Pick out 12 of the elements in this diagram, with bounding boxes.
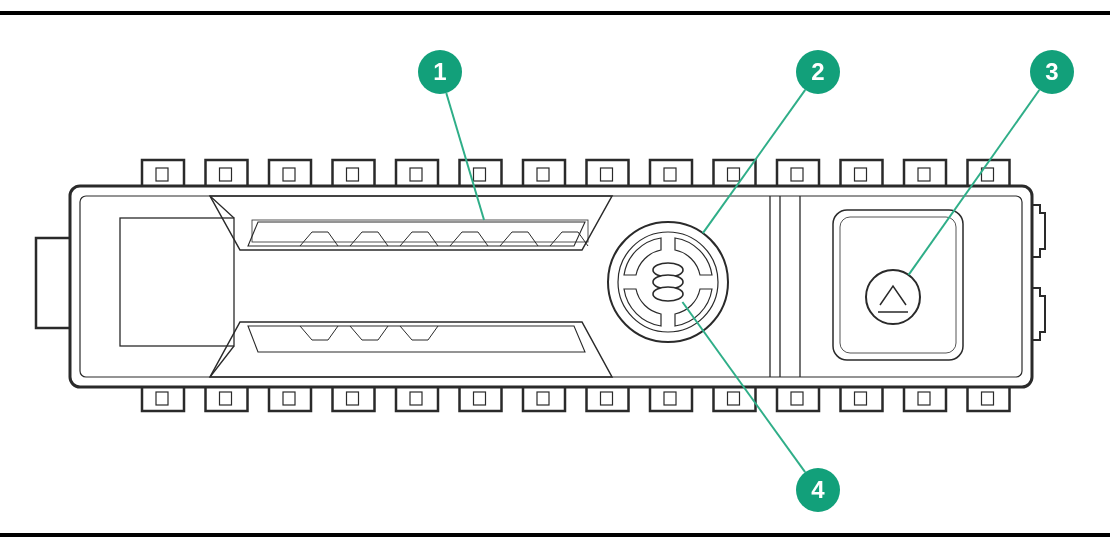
leader-line [445, 92, 486, 221]
leader-line [681, 301, 807, 474]
status-ring [607, 221, 729, 343]
callout-number: 2 [796, 50, 840, 94]
drive-activity-icon [652, 262, 684, 302]
release-button-circle [865, 269, 921, 325]
leader-line [701, 88, 807, 235]
callout-number: 1 [418, 50, 462, 94]
callout-number: 4 [796, 468, 840, 512]
handle-slot [251, 219, 589, 243]
callout-number: 3 [1030, 50, 1074, 94]
leader-line [907, 88, 1041, 276]
